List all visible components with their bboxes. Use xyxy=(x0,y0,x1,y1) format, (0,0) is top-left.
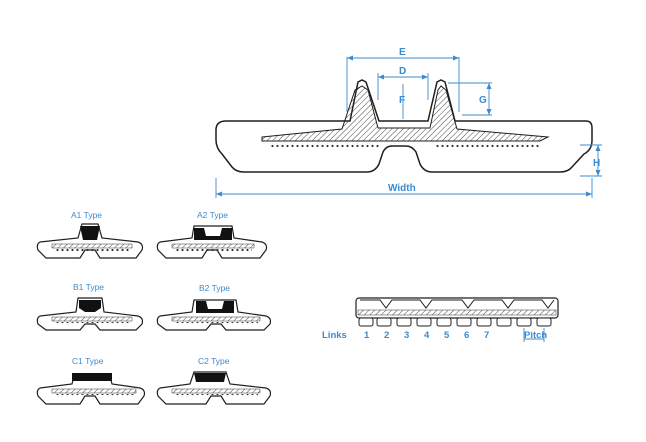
type-label-b2: B2 Type xyxy=(199,283,230,293)
type-label-c2: C2 Type xyxy=(198,356,230,366)
type-c1-diagram xyxy=(36,373,146,405)
pitch-label: Pitch xyxy=(524,330,547,341)
type-c2-diagram xyxy=(156,371,272,405)
steel-cords-left xyxy=(270,143,380,148)
link-number-2: 2 xyxy=(384,330,389,341)
type-b2-diagram xyxy=(156,299,272,331)
link-number-1: 1 xyxy=(364,330,370,341)
main-cross-section xyxy=(215,79,593,173)
link-number-3: 3 xyxy=(404,330,409,341)
dim-label-d: D xyxy=(399,66,406,77)
dim-label-width: Width xyxy=(388,183,416,194)
link-number-6: 6 xyxy=(464,330,469,341)
type-label-b1: B1 Type xyxy=(73,282,104,292)
side-view-diagram xyxy=(355,297,559,342)
link-number-4: 4 xyxy=(424,330,430,341)
type-b1-diagram xyxy=(36,297,144,331)
type-a1-diagram xyxy=(36,223,144,259)
dim-label-e: E xyxy=(399,47,406,58)
link-number-7: 7 xyxy=(484,330,489,341)
links-label: Links xyxy=(322,330,347,341)
dim-label-g: G xyxy=(479,95,487,106)
type-a2-diagram xyxy=(156,225,268,259)
type-label-c1: C1 Type xyxy=(72,356,104,366)
dimension-arrowheads xyxy=(216,55,601,197)
link-number-5: 5 xyxy=(444,330,450,341)
type-label-a2: A2 Type xyxy=(197,210,228,220)
track-body-outline xyxy=(215,79,593,173)
steel-cords-right xyxy=(436,143,540,148)
dim-label-f: F xyxy=(399,95,405,106)
steel-core xyxy=(261,85,550,142)
type-label-a1: A1 Type xyxy=(71,210,102,220)
dim-label-h: H xyxy=(593,158,600,169)
